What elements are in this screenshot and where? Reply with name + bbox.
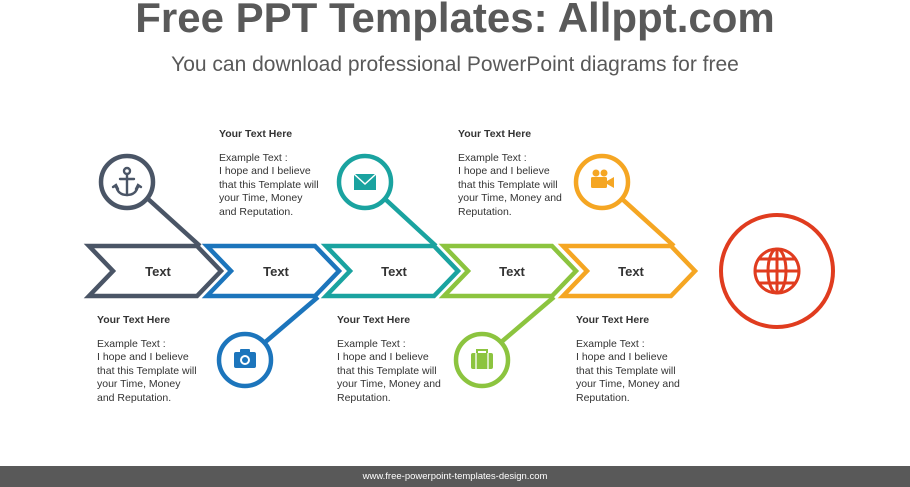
connector-line-3 [382,196,438,248]
step-label-1: Text [145,264,171,279]
page-subtitle: You can download professional PowerPoint… [171,53,739,76]
connector-line-2 [261,295,320,346]
caption-title: Your Text Here [97,314,171,326]
caption-title: Your Text Here [576,314,650,326]
connector-line-1 [145,196,202,248]
caption-2: Your Text Here Example Text : I hope and… [219,128,339,220]
briefcase-icon [471,349,493,369]
caption-3: Your Text Here Example Text : I hope and… [337,314,457,406]
step-label-2: Text [263,264,289,279]
step-label-5: Text [618,264,644,279]
page-title: Free PPT Templates: Allppt.com [135,0,775,41]
chevron-step-1 [83,243,225,299]
chevron-step-2 [201,243,343,299]
connector-lines [145,196,676,346]
caption-body: Example Text : I hope and I believe that… [219,151,319,218]
caption-body: Example Text : I hope and I believe that… [337,337,441,404]
envelope-icon [353,173,377,190]
caption-4: Your Text Here Example Text : I hope and… [458,128,578,220]
chevron-step-4 [438,243,580,299]
caption-title: Your Text Here [458,128,532,140]
video-camera-icon [591,169,614,188]
caption-body: Example Text : I hope and I believe that… [458,151,562,218]
caption-body: Example Text : I hope and I believe that… [576,337,680,404]
footer-bar: www.free-powerpoint-templates-design.com [0,466,910,487]
caption-1: Your Text Here Example Text : I hope and… [97,314,217,406]
connector-line-5 [619,196,676,248]
caption-body: Example Text : I hope and I believe that… [97,337,197,404]
step-label-4: Text [499,264,525,279]
chevrons [83,243,699,299]
connector-line-4 [497,295,556,346]
caption-title: Your Text Here [219,128,293,140]
anchor-icon [111,166,143,197]
caption-title: Your Text Here [337,314,411,326]
chevron-step-5 [557,243,699,299]
camera-icon [234,349,256,368]
chevron-step-3 [320,243,462,299]
globe-icon [753,247,801,295]
step-label-3: Text [381,264,407,279]
footer-link[interactable]: www.free-powerpoint-templates-design.com [362,471,548,482]
caption-5: Your Text Here Example Text : I hope and… [576,314,696,406]
